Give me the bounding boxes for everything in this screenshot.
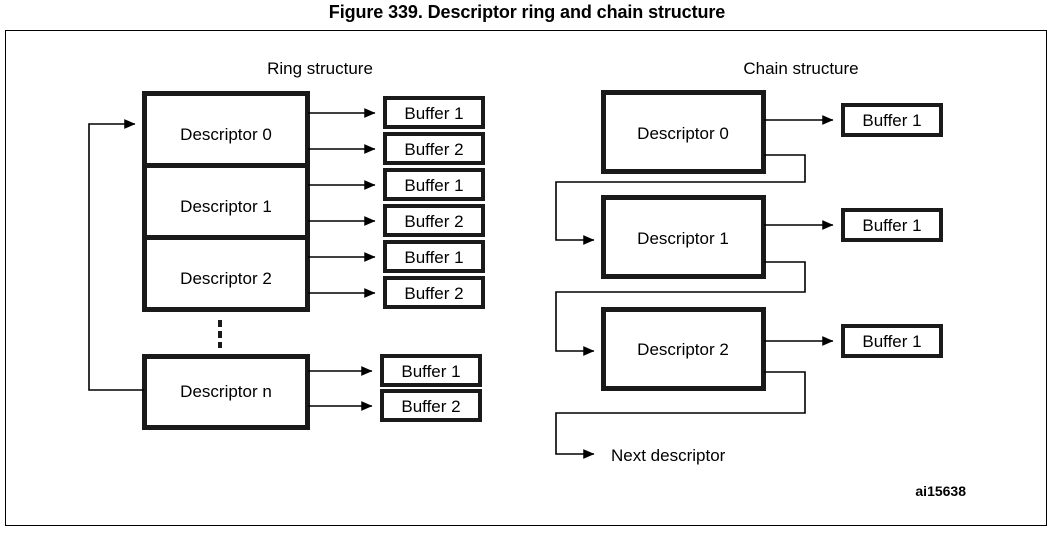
chain-descriptor-0-box — [601, 90, 766, 174]
ring-buffer-box-4 — [383, 204, 485, 237]
ring-buffer-label-5: Buffer 1 — [404, 248, 463, 267]
ring-buffer-label-2: Buffer 2 — [404, 140, 463, 159]
ring-descriptor-1-label: Descriptor 1 — [180, 197, 272, 216]
ring-descriptor-2-label: Descriptor 2 — [180, 269, 272, 288]
chain-descriptor-2-box — [601, 307, 766, 391]
ring-descriptor-2-box — [142, 235, 310, 312]
chain-buffer-box-2 — [841, 208, 943, 242]
ring-structure-heading: Ring structure — [267, 59, 373, 78]
ring-descriptor-0-label: Descriptor 0 — [180, 125, 272, 144]
chain-buffer-label-2: Buffer 1 — [862, 216, 921, 235]
figure-code-label: ai15638 — [915, 483, 966, 499]
chain-buffer-label-3: Buffer 1 — [862, 332, 921, 351]
ring-buffer-label-1: Buffer 1 — [404, 104, 463, 123]
chain-buffer-box-3 — [841, 324, 943, 358]
ring-ellipsis-dot — [218, 331, 222, 338]
ring-descriptor-n-box — [142, 354, 310, 430]
chain-descriptor-0-label: Descriptor 0 — [637, 124, 729, 143]
chain-buffer-label-1: Buffer 1 — [862, 111, 921, 130]
chain-structure-heading: Chain structure — [743, 59, 858, 78]
chain-next-descriptor-label: Next descriptor — [611, 446, 726, 465]
chain-link-d1-to-d2 — [555, 261, 806, 356]
ring-return-connector — [88, 119, 144, 391]
ring-buffer-box-6 — [383, 276, 485, 309]
ring-buffer-box-8 — [380, 389, 482, 422]
chain-descriptor-1-label: Descriptor 1 — [637, 229, 729, 248]
ring-ellipsis-dot — [218, 320, 222, 327]
ring-buffer-box-3 — [383, 168, 485, 201]
ring-descriptor-n-label: Descriptor n — [180, 382, 272, 401]
chain-link-d0-to-d1 — [555, 154, 806, 245]
ring-buffer-box-2 — [383, 132, 485, 165]
chain-descriptor-2-label: Descriptor 2 — [637, 340, 729, 359]
ring-buffer-box-1 — [383, 96, 485, 129]
ring-buffer-label-6: Buffer 2 — [404, 284, 463, 303]
ring-buffer-label-3: Buffer 1 — [404, 176, 463, 195]
ring-ellipsis-dot — [218, 342, 222, 348]
ring-buffer-label-7: Buffer 1 — [401, 362, 460, 381]
chain-buffer-box-1 — [841, 103, 943, 137]
ring-buffer-box-5 — [383, 240, 485, 273]
ring-buffer-label-4: Buffer 2 — [404, 212, 463, 231]
ring-buffer-label-8: Buffer 2 — [401, 397, 460, 416]
figure-title: Figure 339. Descriptor ring and chain st… — [328, 2, 726, 22]
ring-buffer-box-7 — [380, 354, 482, 387]
chain-link-d2-to-next — [555, 371, 806, 459]
chain-descriptor-1-box — [601, 195, 766, 279]
